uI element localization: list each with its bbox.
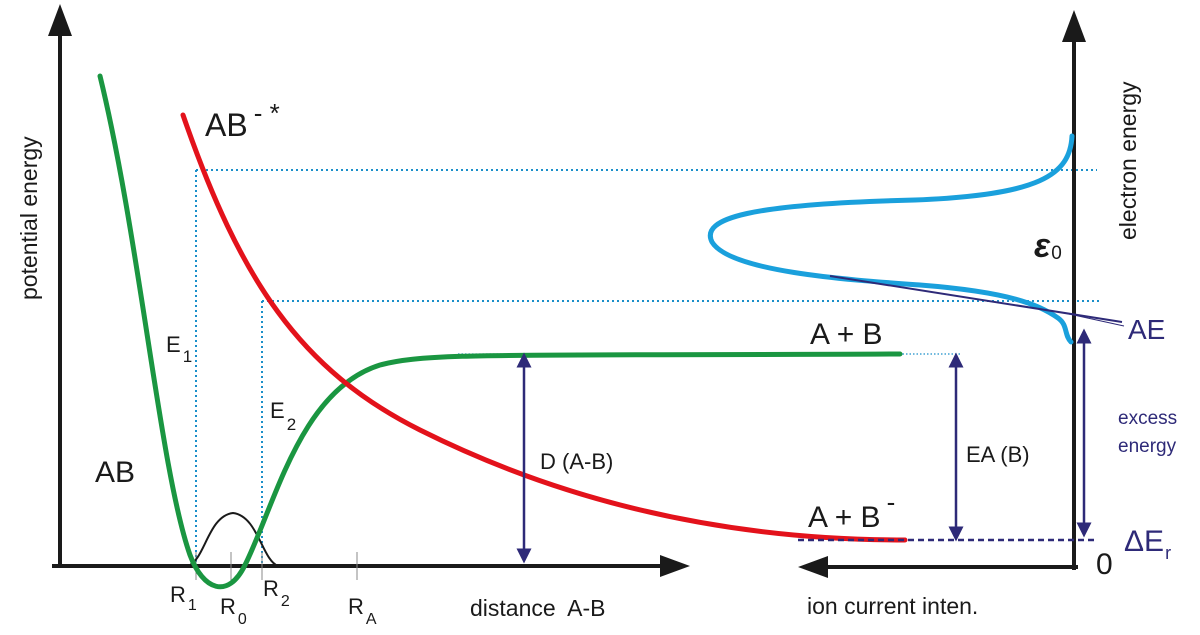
ab-potential-curve bbox=[97, 73, 903, 590]
a-plus-b-minus-label-main: A + B bbox=[808, 501, 881, 534]
y-axis-left-label: potential energy bbox=[16, 136, 42, 300]
x-axis-right-arrowhead bbox=[798, 556, 828, 578]
y-axis-right-label: electron energy bbox=[1115, 81, 1141, 240]
excess-energy-line2: energy bbox=[1118, 436, 1177, 457]
x-axis-left-arrowhead bbox=[660, 555, 690, 577]
ab-curve-label: AB bbox=[95, 456, 135, 489]
epsilon-zero-sub: 0 bbox=[1051, 243, 1062, 264]
vibrational-wavefunction bbox=[187, 511, 279, 567]
e2-label-sub: 2 bbox=[287, 415, 296, 434]
r0-sub: 0 bbox=[238, 611, 247, 628]
e2-label: E2 bbox=[270, 398, 296, 434]
a-plus-b-minus-label: A + B- bbox=[808, 487, 895, 534]
epsilon-zero-label: ε0 bbox=[1034, 227, 1062, 265]
a-plus-b-minus-label-sup: - bbox=[887, 487, 896, 517]
excess-energy-line1: excess bbox=[1118, 408, 1177, 429]
ab-minus-star-label-main: AB bbox=[205, 107, 248, 143]
electron-affinity-label: EA (B) bbox=[966, 442, 1030, 467]
left-axes bbox=[48, 4, 690, 577]
y-axis-left-arrowhead bbox=[48, 4, 72, 36]
a-plus-b-label: A + B bbox=[810, 318, 883, 351]
appearance-energy-tangent-thin bbox=[1059, 311, 1125, 327]
ra-label: RA bbox=[348, 594, 377, 628]
r0-label: R0 bbox=[220, 594, 247, 628]
y-axis-right-arrowhead bbox=[1062, 10, 1086, 42]
ab-minus-star-curve bbox=[180, 112, 908, 543]
energy-arrows bbox=[516, 328, 1092, 564]
ab-minus-star-label: AB- * bbox=[205, 98, 280, 143]
epsilon-zero-main: ε bbox=[1034, 227, 1051, 265]
ra-sub: A bbox=[366, 611, 377, 628]
r2-sub: 2 bbox=[281, 593, 290, 610]
delta-er-main: ΔE bbox=[1124, 525, 1164, 558]
right-axes bbox=[798, 10, 1086, 578]
appearance-energy-tangent bbox=[829, 275, 1123, 323]
r0-main: R bbox=[220, 594, 236, 619]
e2-label-main: E bbox=[270, 398, 285, 423]
r1-sub: 1 bbox=[188, 597, 197, 614]
delta-er-label: ΔEr bbox=[1124, 525, 1171, 563]
ion-current-curve bbox=[707, 133, 1075, 345]
ae-label: AE bbox=[1128, 314, 1165, 345]
e1-label-main: E bbox=[166, 332, 181, 357]
e1-label-sub: 1 bbox=[183, 347, 192, 366]
r2-label: R2 bbox=[263, 576, 290, 610]
zero-label: 0 bbox=[1096, 548, 1113, 581]
ra-main: R bbox=[348, 594, 364, 619]
r1-main: R bbox=[170, 582, 186, 607]
x-axis-left-label: distance A-B bbox=[470, 595, 606, 621]
x-axis-right-label: ion current inten. bbox=[807, 593, 978, 619]
dissociation-label: D (A-B) bbox=[540, 449, 613, 474]
ab-minus-star-label-sup: - * bbox=[254, 98, 280, 128]
delta-er-sub: r bbox=[1165, 543, 1171, 563]
r2-main: R bbox=[263, 576, 279, 601]
